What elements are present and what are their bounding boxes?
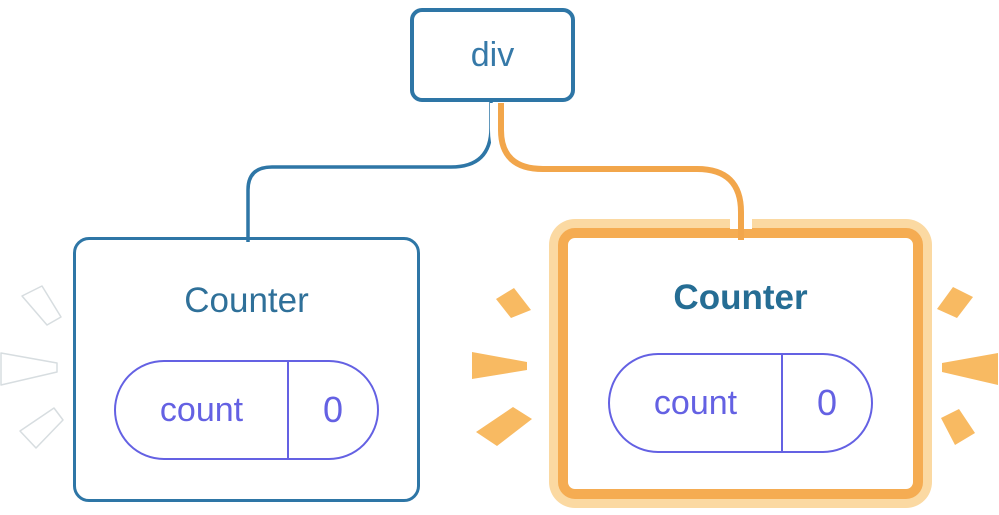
counter-card-left: Counter count 0 [73, 237, 420, 502]
counter-card-right: Counter count 0 [558, 228, 923, 499]
state-pill-right: count 0 [608, 353, 873, 453]
counter-card-right-highlight-ring: Counter count 0 [549, 219, 932, 508]
render-burst-white-icon [0, 285, 64, 449]
tree-edge-left [246, 102, 493, 242]
burst-ray [941, 409, 975, 445]
update-burst-right-icon [937, 287, 998, 445]
burst-ray [472, 352, 527, 379]
burst-ray [496, 288, 531, 318]
state-key-cell: count [116, 362, 289, 458]
root-node-label: div [470, 35, 515, 74]
burst-ray [937, 287, 973, 318]
root-div-node: div [410, 8, 575, 102]
burst-ray [0, 352, 58, 386]
burst-ray [476, 407, 532, 446]
burst-ray [19, 407, 64, 449]
state-value-cell: 0 [816, 382, 838, 423]
burst-ray [21, 285, 62, 326]
state-value-cell: 0 [322, 389, 344, 430]
state-key-cell: count [610, 355, 783, 451]
counter-card-left-title: Counter [184, 281, 309, 320]
burst-ray [942, 353, 998, 385]
update-burst-left-icon [472, 288, 532, 446]
state-pill-left: count 0 [114, 360, 379, 460]
counter-card-right-title: Counter [673, 278, 808, 317]
tree-edge-right-casing [490, 103, 752, 229]
